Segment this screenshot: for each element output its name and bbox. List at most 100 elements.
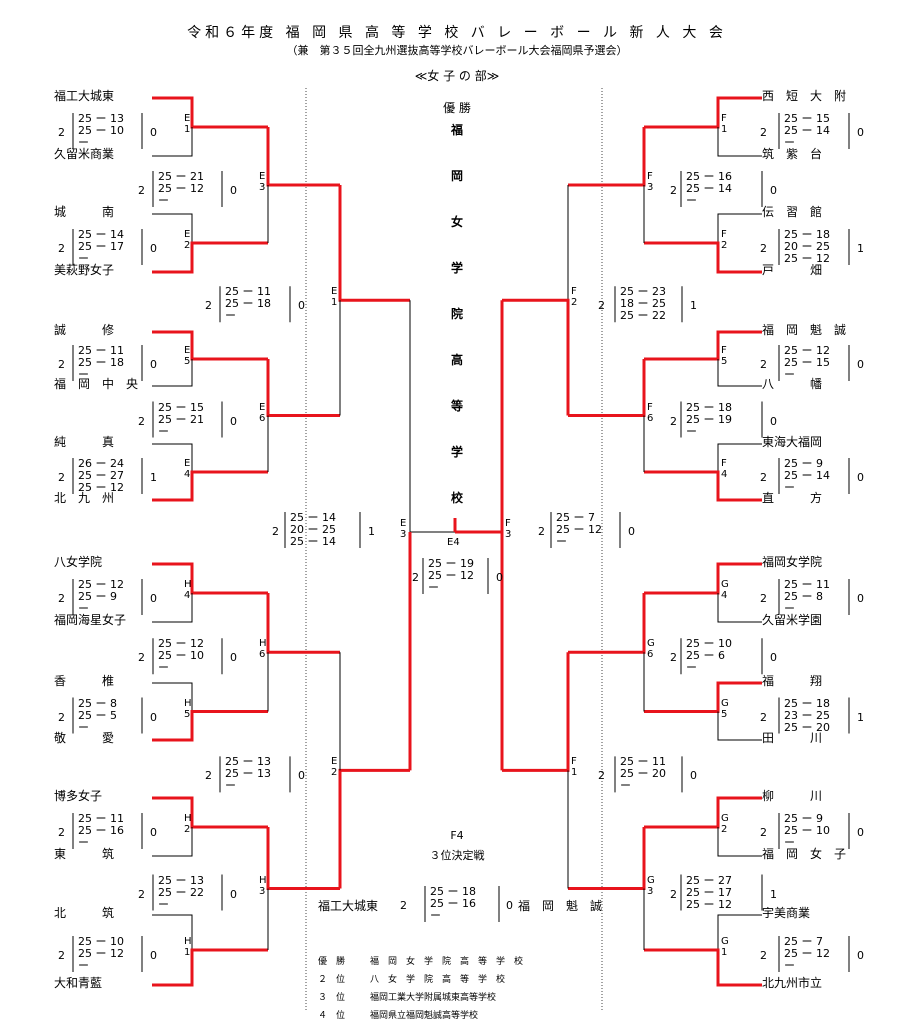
set-score: 25 ー 16 (686, 170, 732, 183)
loser-line (717, 359, 762, 387)
team-name-right: 東海大福岡 (762, 435, 823, 449)
set-score: 25 ー 7 (556, 511, 595, 524)
result-rank: 優 勝 (318, 957, 346, 967)
set-score: ー (784, 368, 795, 381)
set-score: ー (78, 836, 89, 849)
sets-lost: 0 (150, 358, 157, 371)
sets-lost: 1 (857, 710, 864, 724)
set-score: 25 ー 9 (78, 590, 117, 603)
winner-line (502, 652, 570, 772)
sets-won: 2 (598, 299, 605, 313)
set-score: 25 ー 11 (784, 578, 830, 591)
sets-lost: 0 (150, 826, 157, 839)
sets-won: 2 (205, 299, 212, 313)
sets-won: 2 (760, 826, 767, 839)
match-code: F 1 (571, 756, 578, 779)
set-score: 25 ー 13 (158, 873, 204, 887)
sets-won: 2 (205, 769, 212, 783)
set-score: 25 ー 14 (290, 511, 336, 524)
result-school: 福 岡 女 学 院 高 等 学 校 (370, 957, 524, 967)
team-name-left: 大和青藍 (54, 976, 103, 990)
winner-line (152, 96, 268, 129)
loser-line (152, 443, 193, 472)
set-score: 25 ー 19 (686, 412, 732, 426)
team-name-left: 北 筑 (54, 906, 115, 920)
match-code: E 3 (400, 518, 407, 540)
winner-line (152, 796, 268, 829)
set-score: 25 ー 23 (620, 285, 666, 299)
loser-line (152, 127, 193, 157)
winner-line (338, 185, 410, 302)
team-name-right: 福 岡 魁 誠 (762, 323, 847, 337)
match-code: E 5 (184, 345, 191, 367)
sets-lost: 0 (150, 949, 157, 962)
result-school: 福岡工業大学附属城東高等学校 (370, 993, 497, 1003)
sets-won: 2 (58, 126, 65, 139)
sets-won: 2 (670, 184, 677, 197)
loser-line (717, 127, 762, 157)
set-score: 25 ー 12 (78, 947, 124, 960)
sets-lost: 0 (857, 471, 864, 484)
result-rank: ２ 位 (318, 975, 346, 985)
result-school: 福岡県立福岡魁誠高等学校 (370, 1011, 479, 1021)
loser-line (717, 213, 762, 243)
team-name-left: 城 南 (54, 205, 115, 219)
team-name-right: 福 翔 (762, 674, 823, 688)
loser-line (717, 593, 762, 623)
set-score: 25 ー 12 (784, 252, 830, 265)
winner-line (152, 241, 268, 274)
set-score: ー (225, 779, 236, 793)
team-name-right: 福 岡 女 子 (762, 847, 847, 861)
third-place-team-left: 福工大城東 (318, 899, 379, 913)
team-name-right: 戸 畑 (762, 263, 823, 277)
set-score: 23 ー 25 (784, 708, 830, 722)
result-rank: ３ 位 (318, 993, 346, 1003)
set-score: 25 ー 12 (78, 578, 124, 591)
match-code: H 6 (259, 638, 267, 661)
third-place-code: F4 (450, 829, 464, 842)
match-code: F 2 (721, 229, 728, 251)
winner-line (644, 681, 762, 713)
winner-line (644, 330, 762, 361)
winner-line (644, 470, 762, 502)
set-score: 25 ー 12 (158, 182, 204, 195)
set-score: 25 ー 15 (784, 356, 830, 369)
match-code: E 6 (259, 401, 266, 424)
set-score: 25 ー 6 (686, 649, 725, 663)
sets-lost: 0 (150, 710, 157, 724)
winner-line (502, 298, 570, 416)
match-code: G 2 (721, 813, 729, 835)
sets-won: 2 (760, 126, 767, 139)
final-code: E4 (447, 537, 460, 548)
winner-line (644, 948, 762, 987)
set-score: 18 ー 25 (620, 297, 666, 311)
set-score: ー (78, 602, 89, 615)
loser-line (152, 593, 193, 623)
set-score: 25 ー 9 (784, 812, 823, 825)
winner-line (644, 241, 762, 274)
set-score: 25 ー 13 (78, 112, 124, 125)
champion-char: 高 (450, 353, 463, 367)
sets-won: 2 (760, 242, 767, 255)
set-score: 25 ー 21 (158, 412, 204, 426)
set-score: ー (686, 424, 697, 438)
loser-line (152, 682, 193, 712)
sets-lost: 0 (857, 949, 864, 962)
sets-won: 2 (412, 571, 419, 584)
team-name-left: 敬 愛 (54, 731, 115, 745)
sets-lost: 1 (857, 242, 864, 255)
set-score: 25 ー 12 (784, 947, 830, 960)
set-score: 25 ー 11 (225, 285, 271, 299)
winner-line (644, 562, 762, 595)
champion-char: 学 (450, 445, 463, 459)
result-school: 八 女 学 院 高 等 学 校 (370, 975, 506, 985)
set-score: 25 ー 22 (158, 885, 204, 899)
winner-line (152, 948, 268, 987)
set-score: ー (686, 194, 697, 207)
sets-won: 2 (670, 414, 677, 428)
winner-line (568, 359, 646, 417)
winner-line (152, 710, 268, 742)
set-score: 25 ー 14 (290, 535, 336, 548)
set-score: 25 ー 18 (78, 356, 124, 369)
winner-line (266, 359, 340, 417)
